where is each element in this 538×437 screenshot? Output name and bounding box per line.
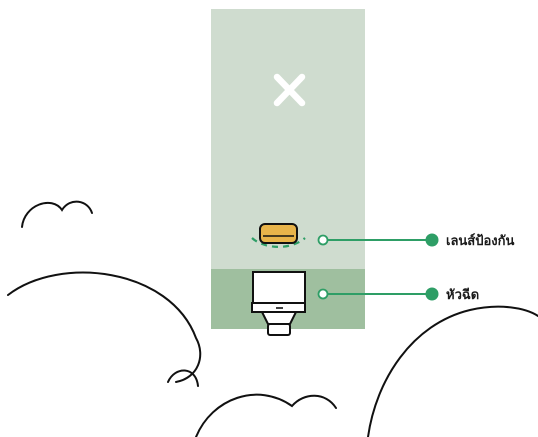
callout-ring-icon [317,234,329,246]
callout-dot-icon [425,233,439,247]
middle-cloud-outline [195,393,337,437]
small-cloud-outline [21,200,93,228]
nozzle-label: หัวฉีด [446,287,479,303]
callout-ring-icon [317,288,329,300]
x-logo-icon [273,73,306,107]
callout-nozzle: หัวฉีด [317,287,479,303]
protective-lens-icon [251,223,306,248]
left-cloud-outline [7,271,202,383]
right-cloud-outline [367,305,538,437]
nozzle-icon [251,271,306,336]
device [211,9,365,336]
callout-dot-icon [425,287,439,301]
left-cloud-bump [167,369,199,387]
callout-lens: เลนส์ป้องกัน [317,233,515,249]
protective-lens-label: เลนส์ป้องกัน [446,233,515,249]
cloud-outlines [7,200,538,437]
